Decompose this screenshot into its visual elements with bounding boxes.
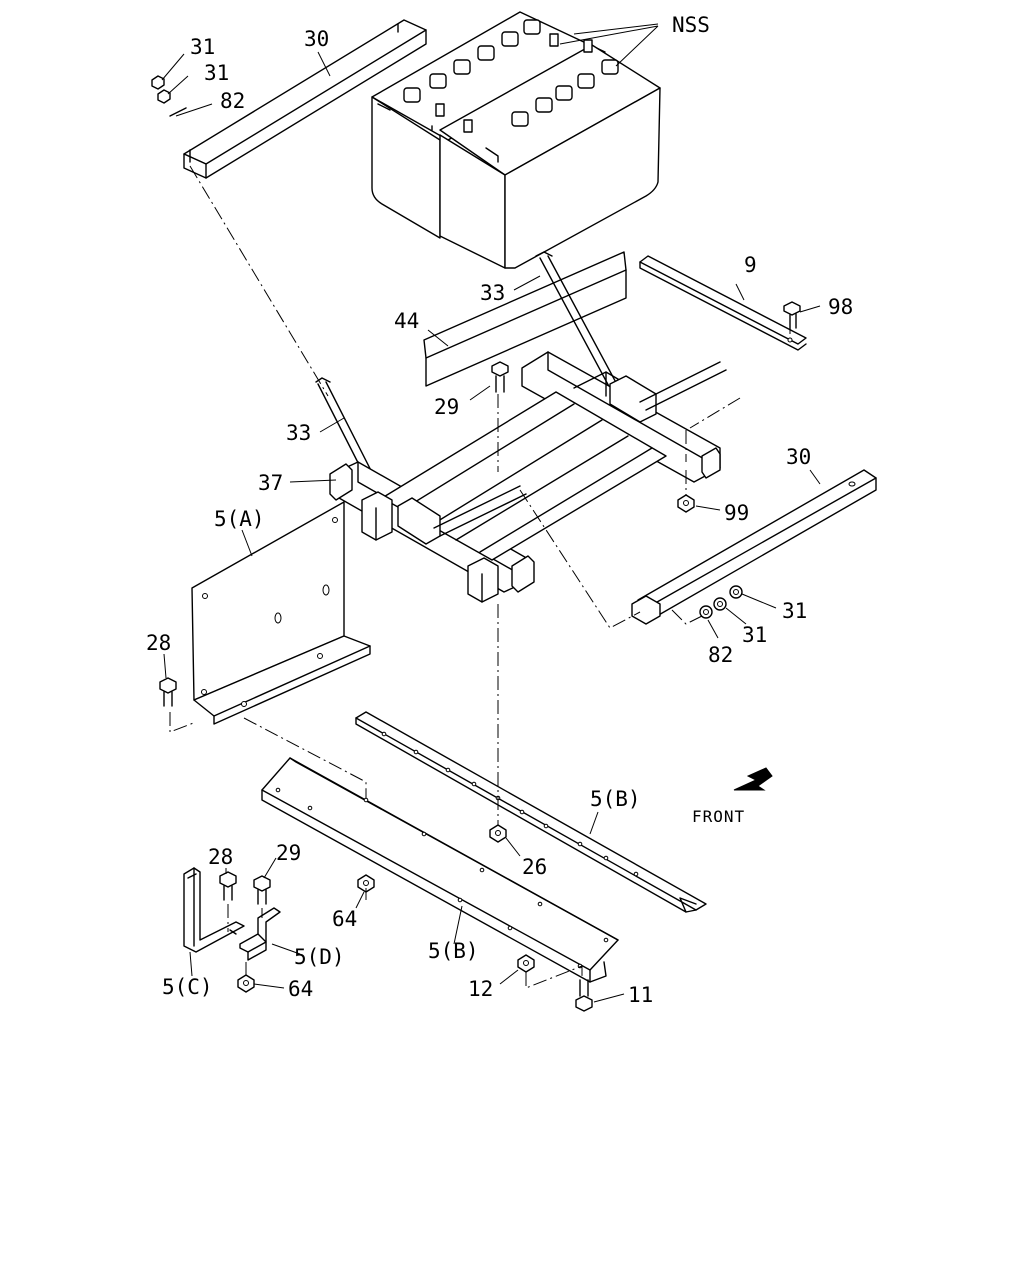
bracket-5a xyxy=(191,501,371,725)
label-part-33-upper: 33 xyxy=(480,281,505,305)
label-part-29-lower: 29 xyxy=(276,841,301,865)
bolt-11 xyxy=(575,979,593,1012)
hold-down-rod-upper xyxy=(535,251,621,393)
label-part-44: 44 xyxy=(394,309,419,333)
nut-64-mid xyxy=(357,874,375,893)
label-part-29-upper: 29 xyxy=(434,395,459,419)
bolt-29-lower xyxy=(253,875,271,905)
label-part-5c: 5(C) xyxy=(162,975,213,999)
label-part-99: 99 xyxy=(724,501,749,525)
label-front: FRONT xyxy=(692,807,745,826)
nut-64-lower xyxy=(237,974,255,993)
label-part-31-b: 31 xyxy=(204,61,229,85)
arrow-down-left-icon xyxy=(733,767,773,791)
label-part-5b-right: 5(B) xyxy=(590,787,641,811)
battery-tray xyxy=(329,351,727,603)
label-part-5d: 5(D) xyxy=(294,945,345,969)
label-part-33-lower: 33 xyxy=(286,421,311,445)
label-part-11: 11 xyxy=(628,983,653,1007)
battery-hold-down-bar-right xyxy=(631,469,877,625)
label-part-64-lower: 64 xyxy=(288,977,313,1001)
label-part-31-d: 31 xyxy=(742,623,767,647)
label-part-31-c: 31 xyxy=(782,599,807,623)
label-part-30-right: 30 xyxy=(786,445,811,469)
bolt-29-upper xyxy=(491,361,509,393)
label-nss: NSS xyxy=(672,13,710,37)
insulator-plate xyxy=(423,251,627,387)
bracket-5c xyxy=(183,867,245,953)
label-part-98: 98 xyxy=(828,295,853,319)
battery-hold-down-bar-upper xyxy=(183,19,427,179)
label-part-5b-lower: 5(B) xyxy=(428,939,479,963)
bolt-28-lower xyxy=(219,871,237,901)
label-part-64-mid: 64 xyxy=(332,907,357,931)
part-labels: NSS 30 31 31 82 33 44 9 98 29 33 37 99 3… xyxy=(146,13,853,1007)
label-part-30-top: 30 xyxy=(304,27,329,51)
label-part-37: 37 xyxy=(258,471,283,495)
bracket-5b-lower xyxy=(261,757,619,983)
front-direction-marker xyxy=(733,767,773,791)
alignment-lines xyxy=(169,165,791,989)
nut-26 xyxy=(489,824,507,843)
nut-washer-set-right xyxy=(699,585,743,619)
label-part-82-top: 82 xyxy=(220,89,245,113)
label-part-5a: 5(A) xyxy=(214,507,265,531)
label-part-28-lower: 28 xyxy=(208,845,233,869)
label-part-31-a: 31 xyxy=(190,35,215,59)
nut-washer-set-upper xyxy=(151,75,187,117)
label-part-26: 26 xyxy=(522,855,547,879)
label-part-9: 9 xyxy=(744,253,757,277)
battery-support-bar xyxy=(639,255,807,351)
nut-99 xyxy=(677,494,695,513)
label-part-12: 12 xyxy=(468,977,493,1001)
label-part-82-right: 82 xyxy=(708,643,733,667)
bolt-98 xyxy=(783,301,801,331)
leader-lines xyxy=(161,23,821,1003)
battery-assembly xyxy=(371,11,661,269)
bracket-5b-right xyxy=(355,711,707,913)
nut-12 xyxy=(517,954,535,973)
bolt-28-left xyxy=(159,677,177,707)
label-part-28-left: 28 xyxy=(146,631,171,655)
bracket-5d xyxy=(239,907,281,961)
